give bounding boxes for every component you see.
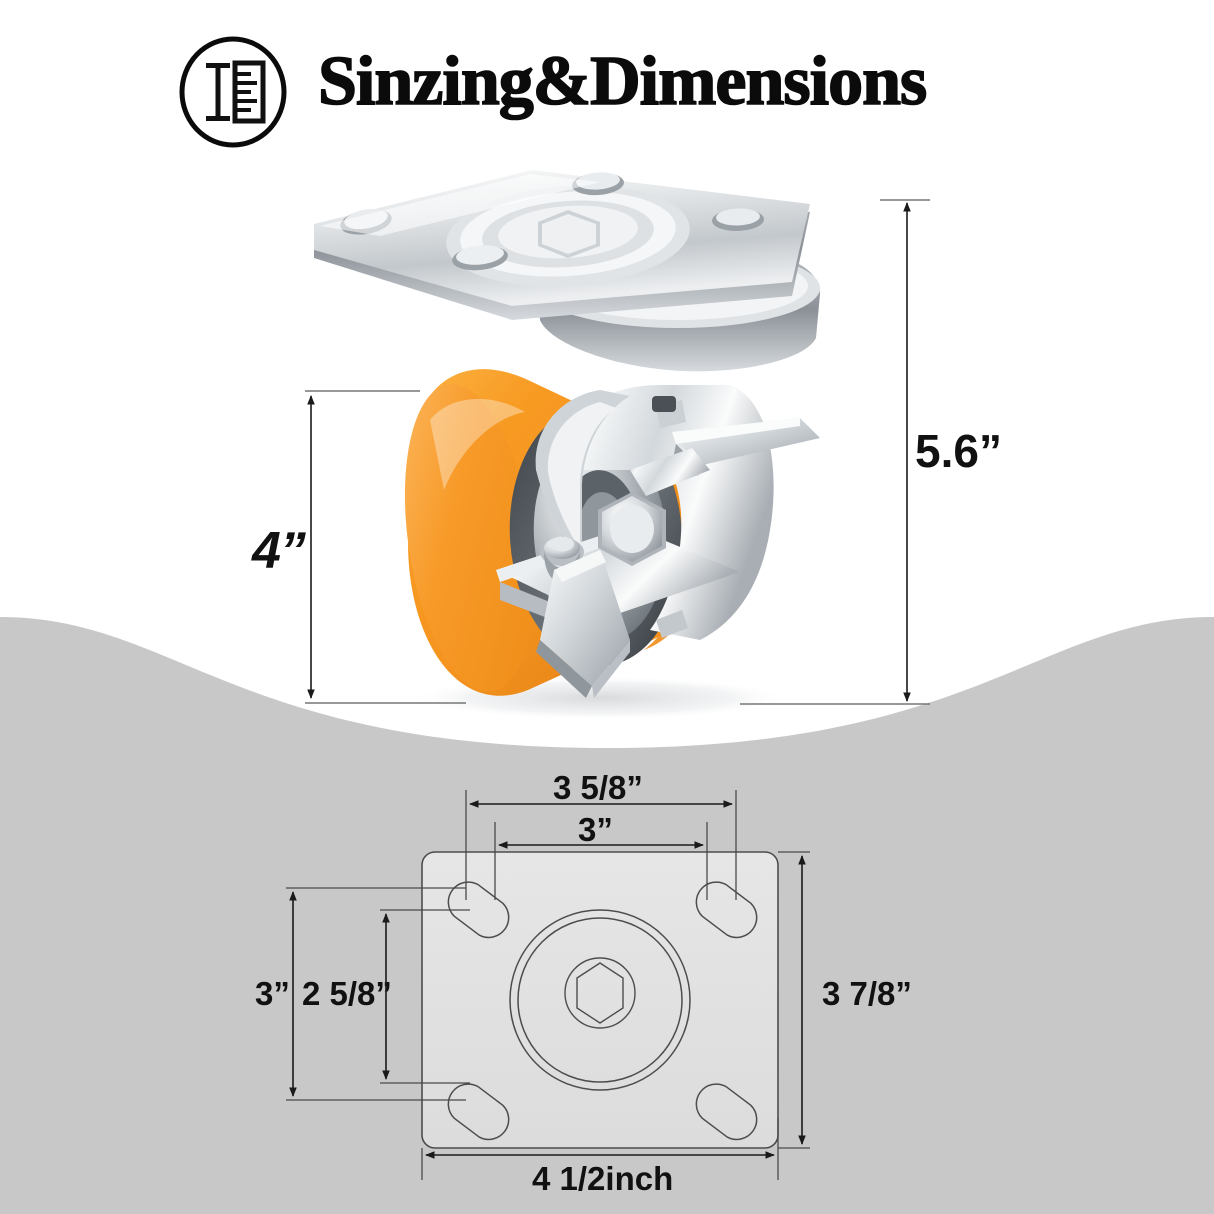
page-header: Sinzing&Dimensions — [0, 0, 1214, 175]
dim-label-wheel-diameter: 4” — [252, 522, 306, 580]
bolt-slots — [447, 881, 758, 1141]
ruler-circle-icon — [179, 36, 287, 148]
wheel-center-bolt — [598, 492, 666, 566]
center-hex-nut — [576, 962, 624, 1024]
product-image-caster — [314, 170, 820, 720]
swivel-circle-inner — [517, 917, 683, 1083]
dim-label-bolt-spacing-inner: 3” — [578, 811, 613, 848]
dim-label-plate-height: 3 7/8” — [822, 975, 912, 1012]
dim-label-bolt-spacing-width: 3 5/8” — [553, 769, 643, 806]
dim-label-bolt-spacing-inner-v: 2 5/8” — [302, 975, 392, 1012]
dim-label-plate-width: 4 1/2inch — [532, 1160, 674, 1197]
center-bore — [564, 957, 636, 1029]
swivel-circle-outer — [509, 909, 691, 1091]
plate-outline — [421, 851, 779, 1149]
dim-label-bolt-spacing-height: 3” — [255, 975, 290, 1012]
page-title: Sinzing&Dimensions — [317, 42, 928, 121]
dim-label-overall-height: 5.6” — [915, 425, 1002, 477]
brake-lever — [536, 396, 820, 698]
top-mounting-plate — [314, 170, 810, 320]
